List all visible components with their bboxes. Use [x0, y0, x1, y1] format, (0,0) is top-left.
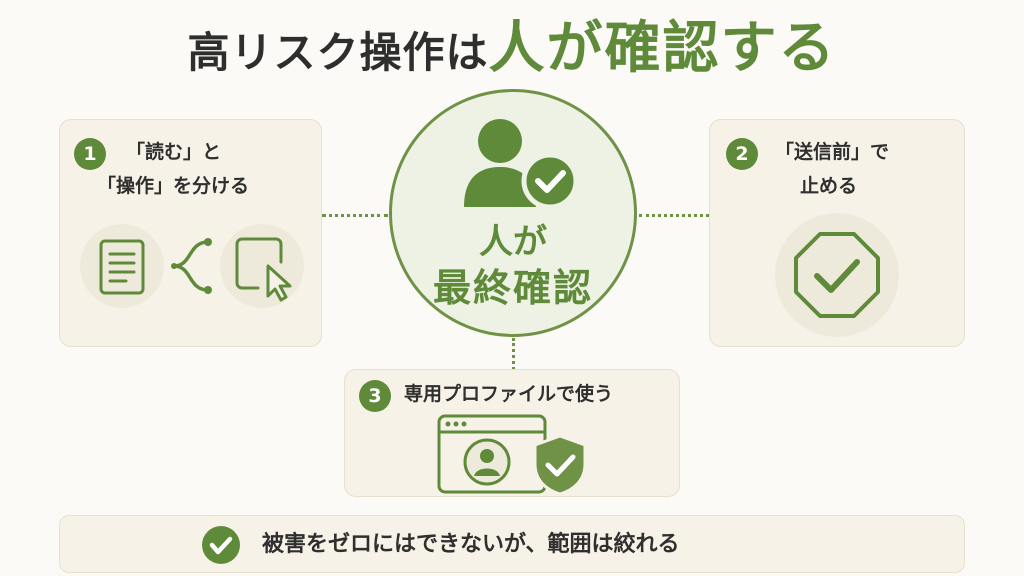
step-2-line2: 止める [800, 175, 858, 197]
connector-right [639, 214, 709, 217]
title-accent: 人が確認する [488, 16, 837, 81]
browser-profile-icon [437, 414, 547, 494]
user-check-icon [464, 119, 579, 210]
center-line1: 人が [479, 222, 547, 262]
connector-bottom [512, 338, 515, 370]
page-title: 高リスク操作は人が確認する [0, 14, 1024, 84]
center-line2: 最終確認 [432, 266, 593, 310]
title-prefix: 高リスク操作は [187, 28, 489, 77]
step-badge-2: 2 [726, 138, 758, 170]
step-badge-1: 1 [74, 138, 106, 170]
connector-left [322, 214, 388, 217]
shield-check-icon [533, 434, 587, 496]
step-2-line1: 「送信前」で [775, 141, 890, 163]
check-circle-icon [202, 526, 240, 564]
cursor-click-icon [235, 237, 292, 302]
branch-icon [171, 238, 212, 294]
step-badge-3: 3 [359, 380, 391, 412]
step-3-line1: 専用プロファイルで使う [404, 383, 614, 405]
step-1-line1: 「読む」と [126, 141, 222, 163]
step-1-line2: 「操作」を分ける [97, 175, 250, 197]
stop-check-icon [794, 232, 880, 318]
document-icon [99, 239, 145, 295]
bottom-message: 被害をゼロにはできないが、範囲は絞れる [262, 532, 680, 557]
